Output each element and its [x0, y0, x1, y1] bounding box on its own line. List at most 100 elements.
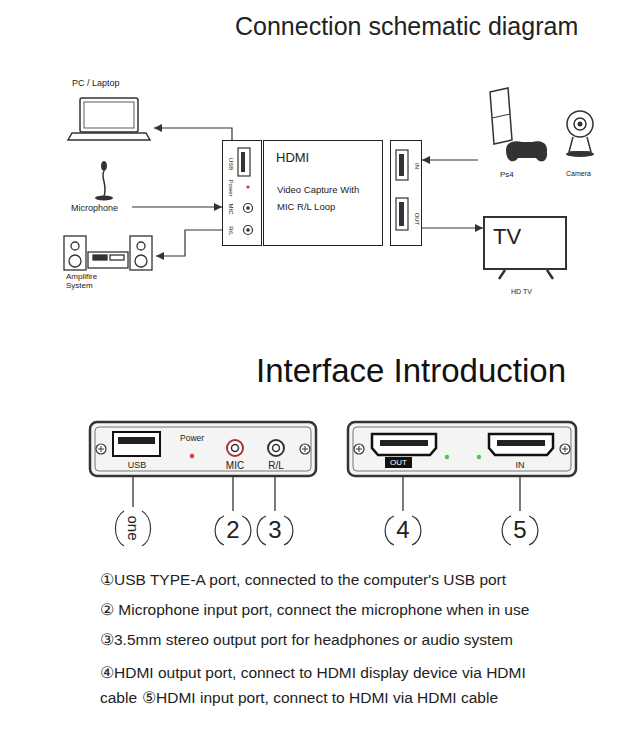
connector-arrow — [422, 227, 483, 228]
port-description: ② Microphone input port, connect the mic… — [100, 601, 529, 619]
port-label: Power — [228, 179, 235, 196]
connector-arrow — [154, 128, 232, 140]
power-led — [246, 185, 249, 188]
front-panel: USBPowerMICR/L — [90, 422, 316, 476]
camera-icon — [566, 151, 594, 157]
hdmi-port — [399, 202, 404, 226]
callout-ring — [502, 516, 538, 545]
connector-arrow — [156, 230, 222, 256]
port-label: MIC — [228, 204, 235, 215]
front-panel — [118, 437, 155, 444]
front-panel — [232, 445, 239, 452]
rear-panel — [477, 455, 481, 459]
usb-port — [238, 148, 250, 176]
usb-port — [238, 148, 250, 176]
port-plate: INOUT — [390, 140, 422, 246]
front-panel — [273, 445, 280, 452]
ps4-icon — [506, 141, 547, 161]
ps4-icon — [492, 114, 510, 118]
port-label: USB — [128, 460, 147, 470]
diagram-title: Connection schematic diagram — [235, 12, 578, 41]
port-label: Video Capture With MIC R/L Loop — [277, 181, 371, 215]
port-label: TV — [493, 224, 521, 249]
device-icon: Microphone — [66, 156, 132, 214]
audio-jack — [246, 206, 250, 210]
leader-line — [402, 477, 403, 511]
rear-panel — [445, 455, 449, 459]
port-label: Power — [180, 434, 204, 444]
rear-panel — [560, 444, 570, 454]
front-panel — [302, 446, 308, 452]
front-panel — [300, 444, 310, 454]
description-paragraph: ④HDMI output port, connect to HDMI displ… — [100, 661, 558, 711]
hdmi-port — [396, 150, 408, 230]
device-label: Amplifire System — [66, 272, 114, 290]
camera-icon — [567, 111, 593, 137]
front-panel — [113, 432, 160, 456]
rear-panel: OUTIN — [348, 422, 576, 476]
amplifier-icon — [88, 252, 128, 268]
camera-icon — [569, 137, 591, 152]
front-panel — [227, 440, 243, 456]
front-panel — [190, 454, 194, 458]
port-label: OUT — [414, 213, 421, 226]
amplifier-icon — [64, 236, 152, 270]
front-panel — [98, 446, 104, 452]
leader-line — [132, 477, 133, 507]
device-icon: PC / Laptop — [66, 76, 154, 144]
rear-panel — [353, 427, 571, 471]
port-label: USB — [228, 158, 235, 170]
leader-line — [274, 477, 275, 511]
front-panel — [268, 440, 284, 456]
leader-line — [133, 477, 520, 511]
microphone-icon — [103, 171, 105, 196]
callout-number: 3 — [268, 516, 281, 544]
callout-number: 2 — [226, 516, 239, 544]
rear-panel — [354, 444, 364, 454]
ps4-icon — [490, 88, 512, 144]
rear-panel — [562, 446, 568, 452]
camera-icon — [574, 118, 586, 130]
amplifier-icon — [71, 242, 79, 250]
laptop-icon — [68, 133, 150, 140]
laptop-icon — [68, 98, 150, 140]
device-icon: Camera — [554, 106, 606, 186]
device-label: Microphone — [71, 203, 118, 213]
camera-icon — [566, 111, 594, 157]
audio-jack — [246, 228, 250, 232]
device-icon: Ps4 — [478, 84, 548, 184]
front-panel — [96, 444, 106, 454]
rear-panel — [497, 440, 545, 446]
front-panel — [90, 422, 316, 476]
rear-panel — [372, 434, 436, 455]
port-description: ⑤HDMI input port, connect to HDMI via HD… — [142, 689, 498, 706]
port-description: ①USB TYPE-A port, connected to the compu… — [100, 571, 506, 589]
tv-stand — [499, 270, 553, 279]
connector-arrow — [422, 159, 478, 160]
front-panel — [90, 422, 316, 476]
tv-screen: TVHD TV — [483, 216, 567, 270]
power-led — [246, 185, 249, 188]
amplifier-icon — [110, 255, 124, 260]
microphone-icon — [95, 161, 113, 201]
laptop-icon — [80, 98, 138, 132]
ps4-icon — [490, 88, 547, 161]
audio-jack — [244, 226, 253, 235]
section-heading: Interface Introduction — [256, 352, 566, 390]
usb-port — [241, 152, 245, 172]
port-description: ③3.5mm stereo output port for headphones… — [100, 631, 513, 649]
hdmi-port — [399, 154, 404, 176]
callout-number: one — [124, 515, 141, 540]
amplifier-icon — [69, 255, 81, 267]
rear-panel — [489, 434, 553, 455]
laptop-icon — [84, 102, 134, 128]
device-label: Camera — [566, 170, 591, 178]
port-label: R/L — [228, 226, 235, 235]
port-label: R/L — [268, 460, 284, 472]
callout-number: 4 — [396, 516, 409, 544]
rear-panel — [348, 422, 576, 476]
callout-ring — [115, 511, 150, 546]
tv-stand — [499, 270, 553, 279]
port-plate: USB PowerMIC R/L — [222, 140, 262, 246]
amplifier-icon — [64, 236, 86, 270]
